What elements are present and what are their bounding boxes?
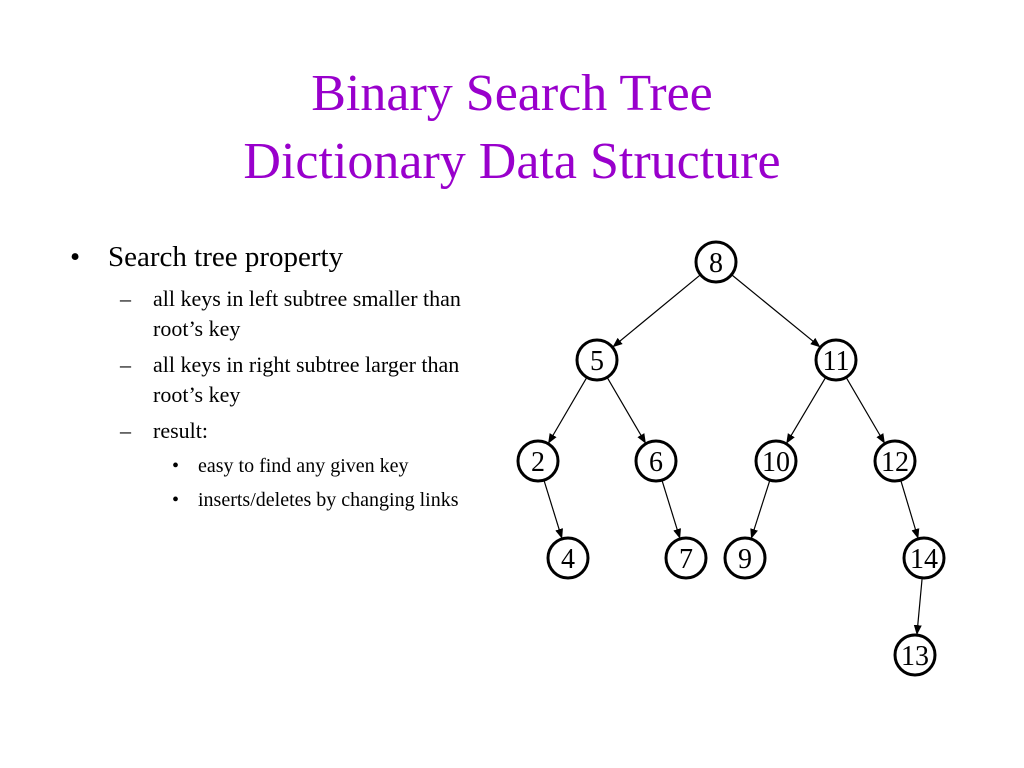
dash-icon: – bbox=[120, 286, 131, 311]
node-circle bbox=[546, 536, 590, 580]
tree-node-2: 2 bbox=[516, 439, 560, 483]
node-label: 12 bbox=[881, 447, 909, 478]
edge-n6-n7 bbox=[661, 479, 681, 539]
tree-node-12: 12 bbox=[873, 439, 917, 483]
title-line-2: Dictionary Data Structure bbox=[243, 133, 781, 190]
node-circle bbox=[664, 536, 708, 580]
node-circle bbox=[694, 240, 738, 284]
tree-node-7: 7 bbox=[664, 536, 708, 580]
tree-node-14: 14 bbox=[902, 536, 946, 580]
dash-icon: – bbox=[120, 352, 131, 377]
edge-n11-n10 bbox=[786, 376, 827, 444]
bullet-dot-icon: • bbox=[70, 241, 81, 273]
node-circle bbox=[902, 536, 946, 580]
tree-node-10: 10 bbox=[754, 439, 798, 483]
edge-n11-n12 bbox=[845, 376, 885, 444]
bullet-list: • Search tree property – all keys in lef… bbox=[70, 236, 490, 514]
node-circle bbox=[893, 633, 937, 677]
bullet-inserts-deletes: • inserts/deletes by changing links bbox=[70, 486, 490, 514]
node-circle bbox=[575, 338, 619, 382]
edge-n5-n2 bbox=[548, 376, 588, 444]
edge-n12-n14 bbox=[900, 479, 920, 539]
tree-node-8: 8 bbox=[694, 240, 738, 284]
node-circle bbox=[754, 439, 798, 483]
node-circle bbox=[873, 439, 917, 483]
dash-icon: – bbox=[120, 418, 131, 443]
node-circle bbox=[814, 338, 858, 382]
node-label: 11 bbox=[823, 346, 850, 377]
edge-n8-n5 bbox=[612, 274, 701, 348]
edge-n2-n4 bbox=[543, 479, 563, 539]
tree-node-5: 5 bbox=[575, 338, 619, 382]
tree-node-11: 11 bbox=[814, 338, 858, 382]
edge-n14-n13 bbox=[913, 577, 923, 636]
tree-node-13: 13 bbox=[893, 633, 937, 677]
bullet-result: – result: bbox=[70, 416, 490, 446]
edge-n8-n11 bbox=[731, 274, 821, 348]
bullet-search-tree-property: • Search tree property bbox=[70, 236, 490, 278]
node-label: 13 bbox=[901, 641, 929, 672]
bullet-dot-icon: • bbox=[172, 489, 180, 511]
node-label: 14 bbox=[910, 544, 938, 575]
bullet-right-subtree: – all keys in right subtree larger than … bbox=[120, 352, 460, 407]
title-line-1: Binary Search Tree bbox=[311, 65, 713, 122]
edge-n5-n6 bbox=[606, 376, 646, 444]
bullet-left-subtree: – all keys in left subtree smaller than … bbox=[120, 286, 461, 341]
slide-title: Binary Search Tree Dictionary Data Struc… bbox=[0, 60, 1024, 196]
node-label: 9 bbox=[738, 544, 752, 575]
node-circle bbox=[634, 439, 678, 483]
tree-node-9: 9 bbox=[723, 536, 767, 580]
node-label: 8 bbox=[709, 248, 723, 279]
node-label: 4 bbox=[561, 544, 575, 575]
node-circle bbox=[516, 439, 560, 483]
edge-n10-n9 bbox=[750, 479, 771, 539]
bullet-dot-icon: • bbox=[172, 455, 180, 477]
tree-node-4: 4 bbox=[546, 536, 590, 580]
node-label: 7 bbox=[679, 544, 693, 575]
node-label: 6 bbox=[649, 447, 663, 478]
node-circle bbox=[723, 536, 767, 580]
node-label: 10 bbox=[762, 447, 790, 478]
tree-edges bbox=[543, 274, 923, 636]
tree-nodes: 8 5 11 2 6 10 12 4 7 9 14 13 bbox=[516, 240, 946, 677]
tree-node-6: 6 bbox=[634, 439, 678, 483]
bullet-easy-find: • easy to find any given key bbox=[70, 452, 490, 480]
node-label: 5 bbox=[590, 346, 604, 377]
node-label: 2 bbox=[531, 447, 545, 478]
